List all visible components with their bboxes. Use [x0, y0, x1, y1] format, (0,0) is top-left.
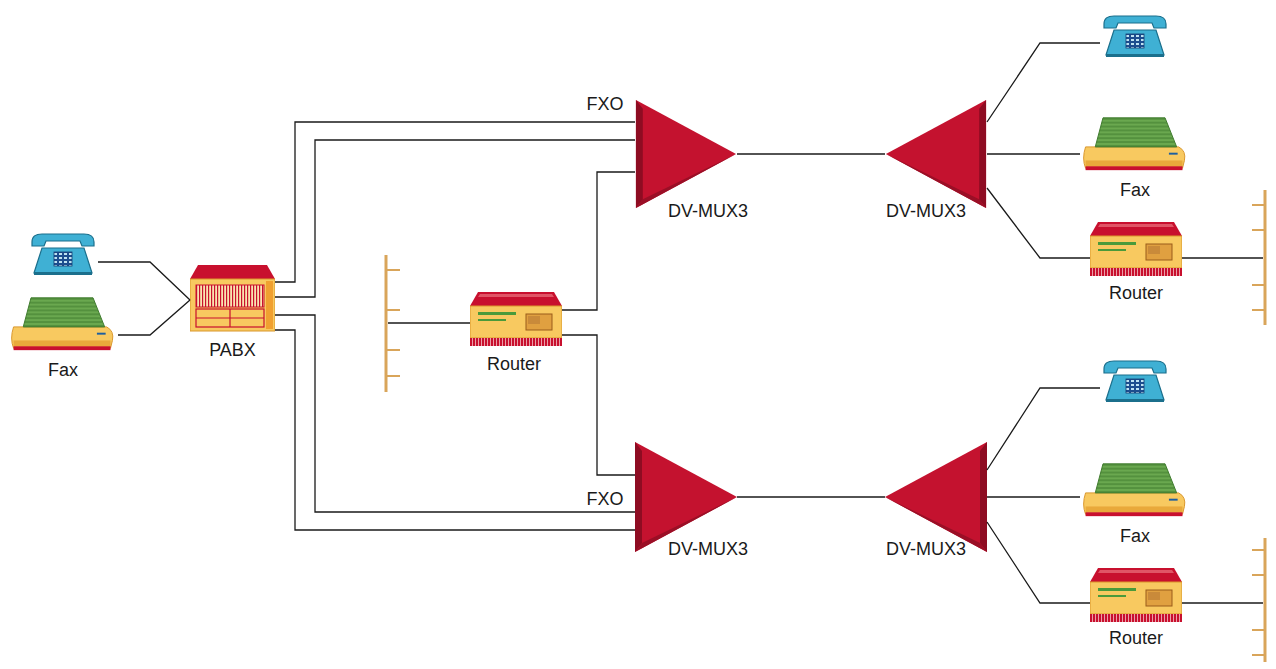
- connector-line: [275, 122, 635, 282]
- port-label: FXO: [584, 489, 625, 509]
- connector-line: [737, 153, 885, 154]
- device-label: Router: [487, 354, 541, 374]
- connector-line: [118, 300, 190, 335]
- connector-line: [562, 335, 635, 475]
- pabx-unit: PABX: [190, 265, 275, 360]
- connector-line: [987, 522, 1090, 603]
- device-label: Fax: [1120, 180, 1150, 200]
- device-icons: [12, 16, 1185, 622]
- router: Router: [1090, 222, 1182, 303]
- port-label: FXO: [584, 94, 625, 114]
- connector-line: [737, 496, 885, 497]
- connector-line: [275, 315, 635, 512]
- multiplexer: DV-MUX3: [885, 100, 987, 221]
- device-label: DV-MUX3: [668, 201, 748, 221]
- device-label: Router: [1109, 283, 1163, 303]
- wires: [98, 43, 1263, 603]
- device-label: Router: [1109, 628, 1163, 648]
- fax-machine: Fax: [1080, 458, 1190, 546]
- device-label: DV-MUX3: [886, 539, 966, 559]
- connector-line: [987, 496, 1080, 497]
- fax-machine: Fax: [1080, 112, 1190, 200]
- device-label: PABX: [209, 340, 256, 360]
- fax-machine: Fax: [8, 292, 118, 380]
- device-label: DV-MUX3: [668, 539, 748, 559]
- router: Router: [1090, 568, 1182, 648]
- connector-line: [275, 140, 635, 297]
- device-label: DV-MUX3: [886, 201, 966, 221]
- multiplexer: DV-MUX3: [635, 442, 737, 559]
- connector-line: [987, 153, 1080, 154]
- connector-line: [562, 172, 635, 310]
- lan-bus: [386, 190, 1265, 662]
- connector-line: [275, 330, 635, 530]
- router: Router: [470, 292, 562, 374]
- device-label: Fax: [48, 360, 78, 380]
- connector-line: [987, 188, 1090, 258]
- multiplexer: DV-MUX3: [635, 100, 737, 221]
- device-label: Fax: [1120, 526, 1150, 546]
- multiplexer: DV-MUX3: [885, 442, 987, 559]
